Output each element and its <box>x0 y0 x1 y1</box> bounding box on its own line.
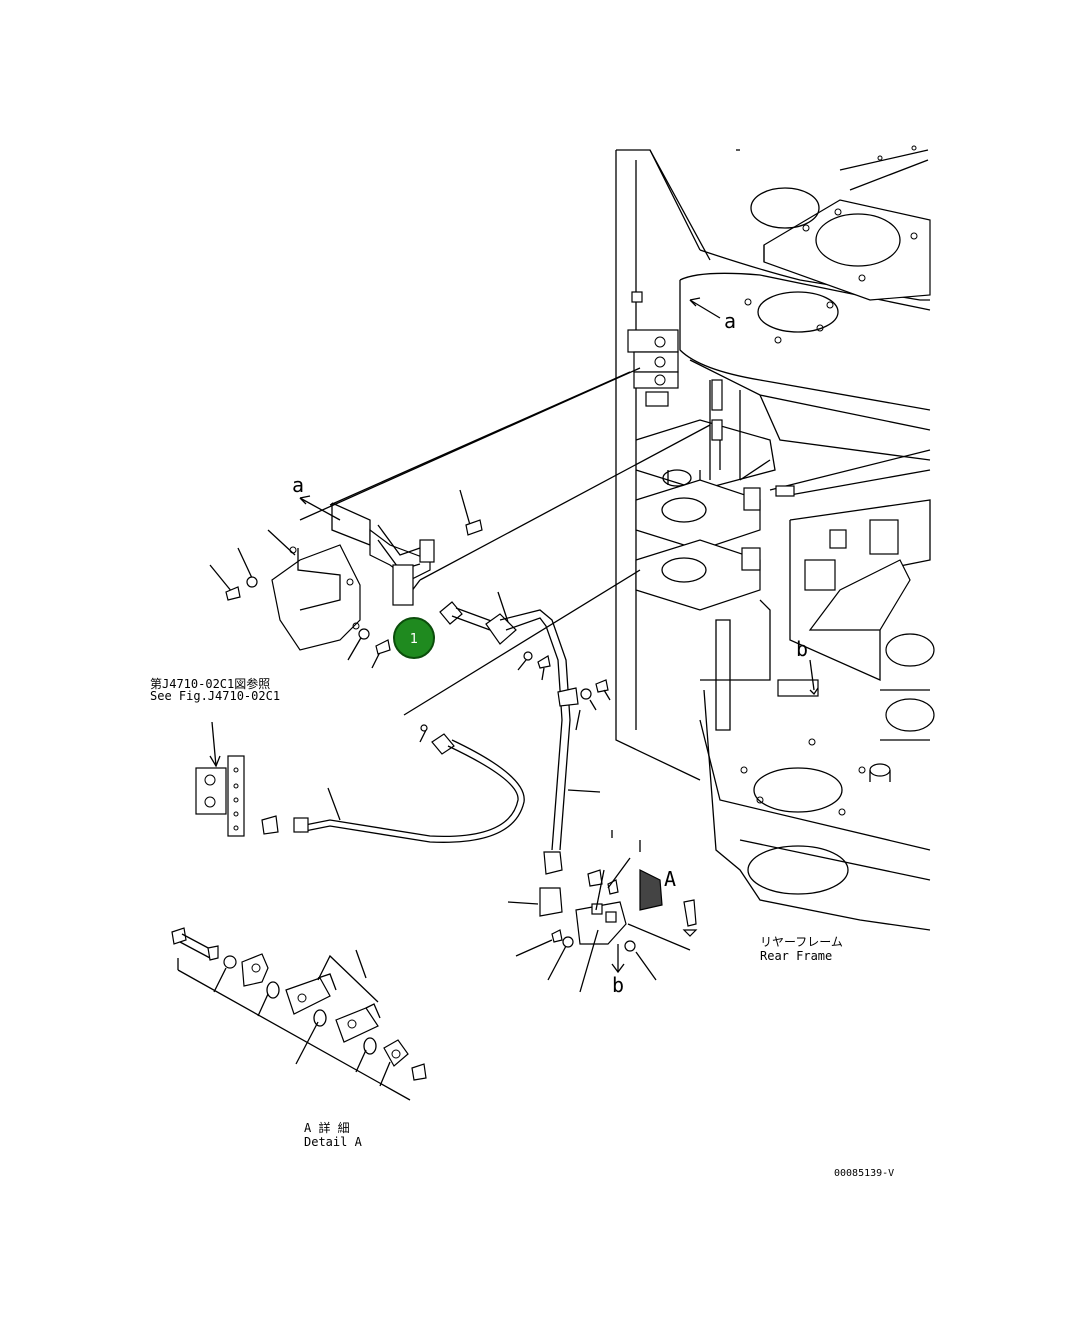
a-top-leader <box>689 299 721 319</box>
rear-frame-drawing <box>615 145 935 931</box>
reference-en: See Fig.J4710-02C1 <box>150 689 280 703</box>
detail-a-jp: A 詳 細 <box>304 1120 350 1135</box>
detail-a-drawing <box>171 927 427 1101</box>
callout-b-bottom: b <box>612 973 624 997</box>
valve-block <box>627 291 723 441</box>
rear-frame-jp: リヤーフレーム <box>760 935 843 949</box>
lower-manifold <box>507 830 698 993</box>
flex-hose <box>261 569 641 843</box>
drawing-number: 00085139-V <box>834 1168 894 1179</box>
reference-jp: 第J4710-02C1図参照 <box>150 676 270 691</box>
detail-a-en: Detail A <box>304 1135 363 1149</box>
callout-b-right: b <box>796 637 808 661</box>
callout-A-marker: A <box>664 867 676 891</box>
hotspot-circle[interactable] <box>393 617 435 659</box>
a-left-arrowhead <box>299 495 311 505</box>
callout-a-top: a <box>724 309 736 333</box>
part-hotspot-1[interactable]: 1 <box>393 617 435 659</box>
a-top-arrowhead <box>689 297 701 307</box>
tube-assembly <box>439 591 611 875</box>
rear-frame-en: Rear Frame <box>760 949 832 963</box>
b-right-leader <box>809 659 815 691</box>
hose-manifold <box>331 489 483 606</box>
callout-a-left: a <box>292 473 304 497</box>
b-right-arrowhead <box>809 687 819 696</box>
mounting-bracket <box>209 529 391 669</box>
grease-block <box>195 721 245 837</box>
a-left-leader <box>299 497 341 521</box>
hose-lines <box>299 367 711 601</box>
hotspot-label[interactable]: 1 <box>410 632 418 647</box>
